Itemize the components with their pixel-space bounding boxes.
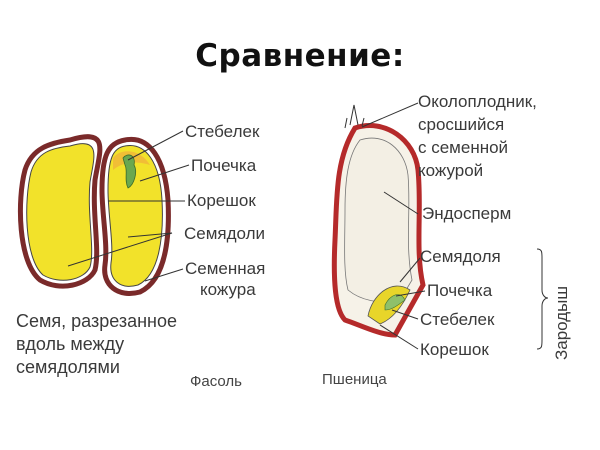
bean-caption-1: Семя, разрезанное <box>16 311 177 331</box>
wheat-label-cotyledon: Семядоля <box>420 247 501 266</box>
bean-right-half <box>99 136 171 296</box>
bean-caption-2: вдоль между <box>16 334 125 354</box>
wheat-label-pericarp-4: кожурой <box>418 161 484 180</box>
bean-label-root: Корешок <box>187 191 256 210</box>
bean-label-cotyledons: Семядоли <box>184 224 266 243</box>
wheat-grain <box>331 104 426 338</box>
bean-left-half <box>17 134 103 289</box>
wheat-label-stem: Стебелек <box>420 310 495 329</box>
bean-label-stem: Стебелек <box>185 122 260 141</box>
wheat-label-pericarp-3: с семенной <box>418 138 509 157</box>
wheat-label-pericarp-1: Околоплодник, <box>418 92 537 111</box>
wheat-label-root: Корешок <box>420 340 489 359</box>
wheat-label-bud: Почечка <box>427 281 493 300</box>
wheat-label-endosperm: Эндосперм <box>422 204 512 223</box>
wheat-label-pericarp-2: сросшийся <box>418 115 505 134</box>
wheat-name: Пшеница <box>322 371 387 388</box>
bean-name: Фасоль <box>190 373 242 390</box>
bean-label-bud: Почечка <box>191 156 257 175</box>
bean-label-seedcoat-1: Семенная <box>185 259 266 278</box>
bean-label-seedcoat-2: кожура <box>200 280 256 299</box>
bean-caption-3: семядолями <box>16 357 120 377</box>
page-title: Сравнение: <box>195 38 405 74</box>
wheat-bracket-label-embryo: Зародыш <box>552 285 571 360</box>
